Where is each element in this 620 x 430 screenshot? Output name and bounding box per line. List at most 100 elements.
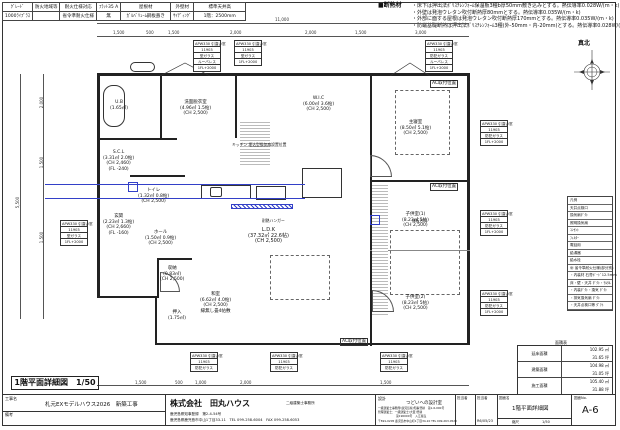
dim-top: 2,000 (305, 30, 317, 35)
window-tag: APW330 引違い窓 11903 防犯ガラス 1FL+2000 (480, 210, 513, 236)
company-address: 鹿児島県知事登録 第2-4-54号 (170, 412, 222, 416)
window-option: ルーバレス (194, 59, 220, 65)
wall-toilet (130, 175, 185, 177)
company-name: 株式会社 田丸ハウス (170, 399, 250, 408)
blue-marker (128, 182, 138, 192)
legend-item: 天井点検口 (568, 205, 612, 212)
window-glass: 型ガラス (235, 53, 261, 59)
scale-label: 縮尺 (512, 420, 519, 424)
range-hood-label: 耐熱ハンガー (262, 218, 285, 223)
left-dim-line (43, 74, 44, 319)
room-ldk: L.D.K(37.32㎡ 22.6帖)(CH 2,500) (248, 227, 289, 245)
room-ch: (CH 2,500) (254, 238, 282, 244)
room-oshiire: 押入(1.75㎡) (168, 310, 186, 321)
dim-bottom: 1,500 (135, 380, 147, 385)
dim-top: 1,500 (355, 30, 367, 35)
window-code: 11903 (235, 47, 261, 53)
room-area: (1.65㎡) (110, 105, 129, 111)
room-fl: (FL -240) (108, 166, 129, 172)
window-type: APW330 引違い窓 (271, 354, 303, 359)
dim-top: 3,000 (415, 30, 427, 35)
window-type: APW330 引違い窓 (481, 122, 513, 127)
drawing-sheet (2, 2, 616, 426)
floor-direction-hatch (240, 120, 270, 165)
room-ch: (CH 2,500) (403, 131, 428, 136)
wall-south (155, 343, 470, 345)
room-washroom: 洗面脱衣室(4.96㎡ 1.5帖)(CH 2,500) (180, 100, 211, 117)
hdr-fire-zone: 防火地域等 (31, 2, 61, 12)
drawing-name-cell: 図面名 1階平面詳細図 縮尺 1/50 (498, 395, 572, 426)
designer-cell: 設計 つどいへの設計室 一級建築士事務所(鹿児島県)知事登録 第1-6-000号… (376, 395, 457, 426)
window-tag: APW330 引違い窓 11903 型ガラス 1FL+2000 (60, 220, 93, 246)
ac-label: AC取付位置 (340, 338, 369, 346)
hdr-ceiling: 標準天井高 (193, 2, 247, 12)
window-glass: 防犯ガラス (275, 366, 293, 370)
wall-north (97, 73, 470, 76)
wall-ub (160, 76, 162, 138)
dim-top: 2,000 (230, 30, 242, 35)
designer-line: 一級建築士事務所(鹿児島県)知事登録 第1-6-000号 (378, 406, 445, 410)
room-ch: (CH 2,660) (106, 225, 131, 230)
room-area: (2.23㎡ 1.3帖) (103, 219, 135, 225)
window-code: 11903 (61, 227, 87, 233)
legend-fire: ・天井点検口等 ﾀﾞｸﾄ (568, 302, 612, 310)
legend-item: 電話用 (568, 242, 612, 250)
legend-item: ﾌｨﾙﾀｰ (568, 235, 612, 242)
val-ceiling: 1階：2500mm (193, 11, 247, 21)
note-line: ・防蟻基礎断熱は押出法ﾎﾟﾘｽﾁﾚﾝﾌｫｰﾑ3種(外-50mm・内-20mm)と… (412, 22, 620, 29)
window-code: 11903 (191, 359, 217, 365)
sofa-outline (270, 255, 330, 300)
room-area: (1.75㎡) (168, 315, 187, 321)
overall-dim: 11,000 (275, 17, 289, 22)
window-height: 1FL+2000 (64, 240, 84, 244)
room-area: (1.50㎡ 0.9帖) (145, 235, 177, 241)
dim-left: 2,000 (39, 96, 45, 109)
legend-item: 給湯器 (568, 250, 612, 257)
val-fire-zone (31, 11, 61, 21)
dim-left: 1,500 (39, 156, 45, 169)
hdr-grade: ｸﾞﾚｰﾄﾞ (2, 2, 33, 12)
window-glass: 防犯ガラス (426, 53, 452, 59)
room-area: (6.62㎡ 4.0帖) (200, 297, 232, 303)
legend-item: 給水栓 (568, 257, 612, 265)
designer-line: 〒891-0205 鹿児島市中山町1丁目34-10 TEL 099-263-05… (378, 419, 457, 423)
room-name: 玄関 (114, 214, 124, 219)
window-tag: APW330 引違い窓 11903 防犯ガラス (380, 352, 413, 372)
window-tag: APW330 引違い窓 11903 防犯ガラス 1FL+2000 (480, 290, 513, 316)
window-height: 1FL+2000 (484, 230, 504, 234)
compass-icon (574, 50, 610, 90)
date: R6/05/23 (477, 419, 493, 423)
room-scl: S.C.L(3.31㎡ 2.0帖)(CH 2,460)(FL -240) (103, 150, 134, 172)
floor-direction-label: 床板方向 (412, 218, 428, 223)
legend-fire: ・内装ﾀﾞｸﾄ・換気 ﾀﾞｸﾄ (568, 287, 612, 295)
area-sqm: 105.40 ㎡ (589, 379, 609, 384)
wall-oshiire (157, 258, 159, 298)
val-wall: ｻｲﾃﾞｨﾝｸﾞ (170, 11, 195, 21)
room-area: (3.31㎡ 2.0帖) (103, 155, 135, 161)
area-tsubo: 31.05 坪 (592, 371, 609, 376)
window-type: APW330 引違い窓 (481, 212, 513, 217)
window-glass: 防犯ガラス (481, 223, 507, 229)
window-type: APW330 引違い窓 (381, 354, 413, 359)
ac-label: AC取付位置 (430, 80, 459, 88)
room-area: (8.50㎡ 5.1帖) (400, 125, 432, 131)
blue-ref-line (45, 198, 305, 199)
window-glass: 型ガラス (194, 53, 220, 59)
window-code: 11903 (271, 359, 297, 365)
designer-line: 管理建築士：一級建築士(大臣)登録 (378, 410, 423, 414)
note-line: ・外壁は発泡ウレタン吹付断熱厚80mmとする。熱伝導率0.035W/(m・k) (412, 9, 581, 16)
room-fl: (FL -160) (108, 230, 129, 236)
room-ch: (CH 2,500) (148, 241, 173, 246)
window-option: ルーバレス (426, 59, 452, 65)
dim-left: 1,500 (39, 231, 45, 244)
window-height: 1FL+2000 (484, 140, 504, 144)
room-wic: W.I.C(6.00㎡ 3.6帖)(CH 2,500) (303, 96, 334, 113)
room-ch: (CH 2,500) (203, 303, 228, 308)
dim-top: 1,500 (168, 30, 180, 35)
sink-icon (256, 186, 286, 200)
ac-label: AC取付位置 (430, 183, 459, 191)
legend-item: ｺﾝｾﾝﾄ (568, 227, 612, 235)
room-name: 和室 (211, 292, 221, 297)
kitchen-counter (201, 185, 251, 199)
drawing-no-cell: 図面No. A-6 (572, 395, 615, 426)
